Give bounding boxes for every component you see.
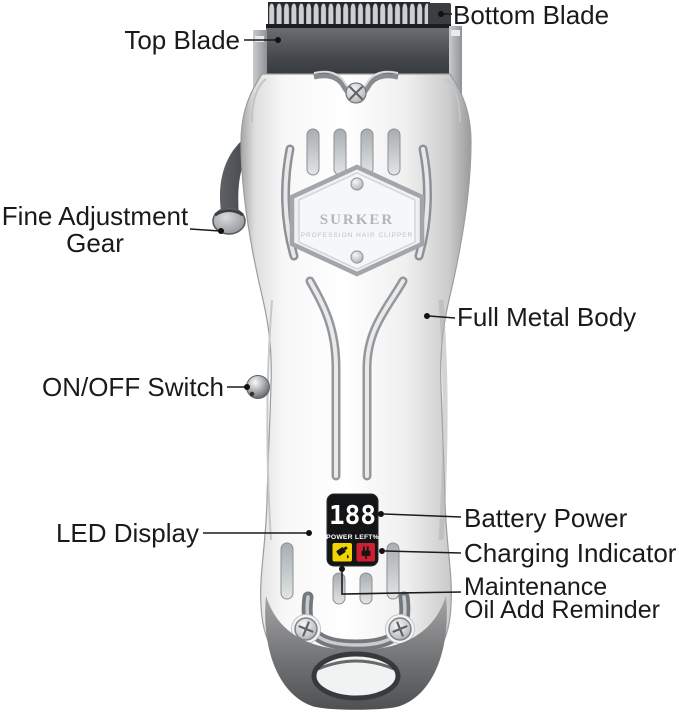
label-full-metal-body: Full Metal Body xyxy=(457,302,637,332)
full-metal-body-shell xyxy=(240,73,472,677)
label-bottom-blade: Bottom Blade xyxy=(453,0,610,30)
label-charging-indicator: Charging Indicator xyxy=(464,538,677,568)
label-maintenance: Maintenance Oil Add Reminder xyxy=(464,573,660,624)
maintenance-line xyxy=(341,572,462,595)
oil-can-icon xyxy=(332,543,352,562)
bottom-assembly xyxy=(265,591,447,710)
badge-screw-bottom xyxy=(350,250,364,264)
callout-lines xyxy=(189,13,462,595)
label-fine-adjustment-gear: Fine Adjustment Gear xyxy=(0,203,190,257)
bottom-screw-right xyxy=(388,617,412,641)
badge-screw-top xyxy=(350,177,364,191)
led-display: 188 POWER LEFT% xyxy=(326,493,379,567)
battery-power-line xyxy=(383,513,462,518)
label-maintenance-line2: Oil Add Reminder xyxy=(464,596,660,624)
clipper-body: SURKER PROFESSION HAIR CLIPPER xyxy=(240,70,472,677)
power-left-label: POWER LEFT% xyxy=(326,534,379,541)
bottom-screw-left xyxy=(294,617,318,641)
label-top-blade: Top Blade xyxy=(124,25,240,55)
body-grooves xyxy=(266,276,448,541)
charging-indicator-line xyxy=(384,550,462,554)
brand-tagline: PROFESSION HAIR CLIPPER xyxy=(301,232,414,239)
top-blade-teeth xyxy=(268,2,430,28)
label-on-off-switch: ON/OFF Switch xyxy=(41,372,224,402)
label-fine-adjustment-line2: Gear xyxy=(66,228,124,258)
top-screw xyxy=(345,82,367,104)
label-maintenance-line1: Maintenance xyxy=(464,573,608,601)
label-led-display: LED Display xyxy=(55,518,199,548)
battery-power-digits: 188 xyxy=(329,501,376,531)
hang-hook-hole xyxy=(311,651,401,701)
label-battery-power: Battery Power xyxy=(464,503,628,533)
brand-name: SURKER xyxy=(320,212,395,228)
power-plug-icon xyxy=(356,543,375,562)
brand-badge: SURKER PROFESSION HAIR CLIPPER xyxy=(289,164,425,277)
label-fine-adjustment-line1: Fine Adjustment xyxy=(1,201,189,231)
callout-dots xyxy=(218,11,444,572)
fine-adjustment-line xyxy=(189,228,221,232)
fine-adjustment-lever xyxy=(212,128,266,235)
full-metal-body-line xyxy=(428,315,456,319)
